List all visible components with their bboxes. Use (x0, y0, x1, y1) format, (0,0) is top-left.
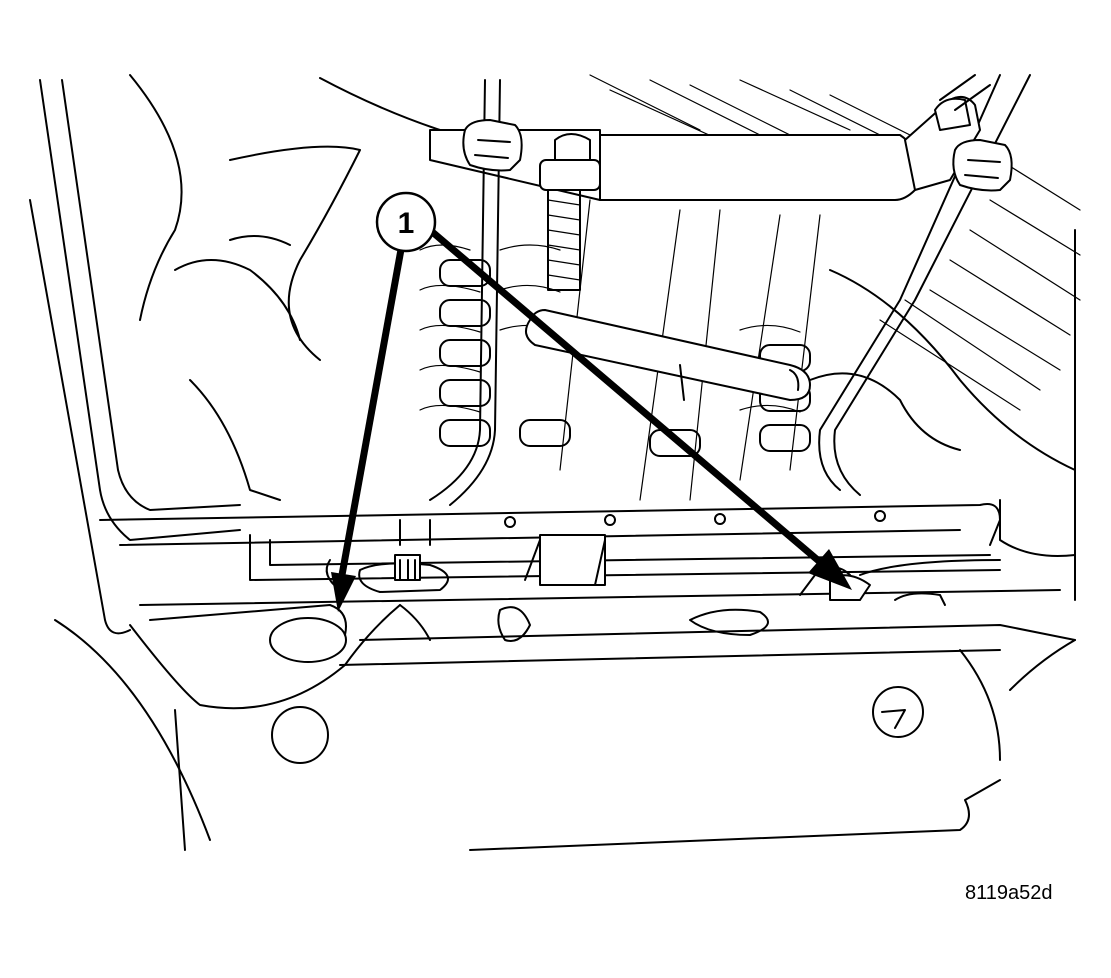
figure-id: 8119a52d (965, 882, 1053, 904)
callout-arrow-left (338, 243, 406, 576)
carpet-right (809, 229, 1076, 601)
callout-arrow-right (427, 227, 823, 565)
arrowhead-left (331, 572, 356, 612)
seat-track-rail (99, 503, 1061, 606)
left-pillar (29, 74, 241, 841)
left-mount-bolt (325, 554, 449, 593)
callout-1: 1 (331, 191, 852, 612)
top-rail (429, 74, 991, 291)
right-mount-bracket (799, 499, 1076, 691)
arrowhead-right (808, 549, 852, 590)
carpet-hatch (589, 74, 1081, 411)
floor-pan (129, 604, 1076, 851)
rod-clips (462, 119, 1013, 192)
callout-circle (375, 191, 437, 253)
release-lever (525, 309, 811, 401)
carpet-left (174, 77, 441, 501)
callout-label: 1 (398, 207, 415, 240)
